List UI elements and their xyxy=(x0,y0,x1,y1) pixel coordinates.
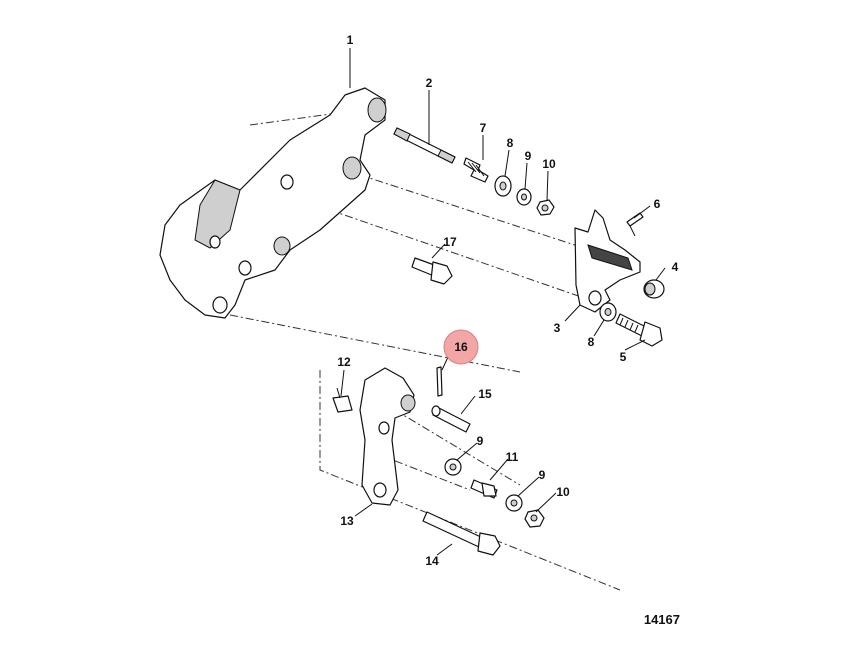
callout-15[interactable]: 15 xyxy=(478,387,492,401)
callout-3[interactable]: 3 xyxy=(554,321,561,335)
leader-lines xyxy=(340,48,666,556)
part-16-pin xyxy=(436,366,443,397)
callout-4[interactable]: 4 xyxy=(672,260,679,274)
callout-11[interactable]: 11 xyxy=(506,450,519,464)
part-9-washer-upper xyxy=(516,188,532,206)
callout-5[interactable]: 5 xyxy=(620,350,627,364)
part-7-spring xyxy=(463,157,489,183)
part-14-bolt xyxy=(422,511,501,556)
callout-12[interactable]: 12 xyxy=(337,355,351,369)
part-17-bolt xyxy=(411,257,453,285)
alignment-lines xyxy=(229,107,621,591)
part-6-cotter-pin xyxy=(626,212,644,237)
callout-10-lower[interactable]: 10 xyxy=(556,485,570,499)
part-8-washer-upper xyxy=(494,175,512,197)
part-3-latch-plate xyxy=(574,209,641,313)
callout-9-lower-right[interactable]: 9 xyxy=(539,468,546,482)
callout-13[interactable]: 13 xyxy=(340,514,354,528)
part-9-washer-lower-right xyxy=(505,494,523,512)
part-5-bolt xyxy=(615,313,663,347)
part-8-washer-right xyxy=(599,302,617,322)
callout-14[interactable]: 14 xyxy=(425,554,439,568)
part-9-washer-lower-left xyxy=(444,458,462,476)
callout-6[interactable]: 6 xyxy=(654,197,661,211)
callout-1[interactable]: 1 xyxy=(347,33,354,47)
figure-number: 14167 xyxy=(644,612,680,627)
callout-7[interactable]: 7 xyxy=(480,121,487,135)
callout-9-upper[interactable]: 9 xyxy=(525,149,532,163)
part-10-nut-lower xyxy=(524,509,545,528)
callout-2[interactable]: 2 xyxy=(426,76,433,90)
part-10-nut-upper xyxy=(536,199,555,216)
callout-17[interactable]: 17 xyxy=(443,235,457,249)
callout-8-right[interactable]: 8 xyxy=(588,335,595,349)
part-1-main-bracket xyxy=(159,87,387,319)
callout-16[interactable]: 16 xyxy=(454,340,468,354)
part-11-stud xyxy=(470,479,498,499)
callout-9-lower-left[interactable]: 9 xyxy=(477,434,484,448)
part-13-lever xyxy=(359,367,416,506)
part-12-clip xyxy=(332,387,353,413)
part-4-cap xyxy=(643,279,665,299)
callout-labels[interactable]: 1 2 7 8 9 10 6 4 3 8 5 17 12 16 15 9 11 … xyxy=(337,33,678,568)
callout-10-upper[interactable]: 10 xyxy=(542,157,556,171)
part-2-stud xyxy=(393,127,456,164)
highlight-circle xyxy=(443,329,479,365)
part-15-pin xyxy=(431,405,471,433)
callout-8-upper[interactable]: 8 xyxy=(507,136,514,150)
